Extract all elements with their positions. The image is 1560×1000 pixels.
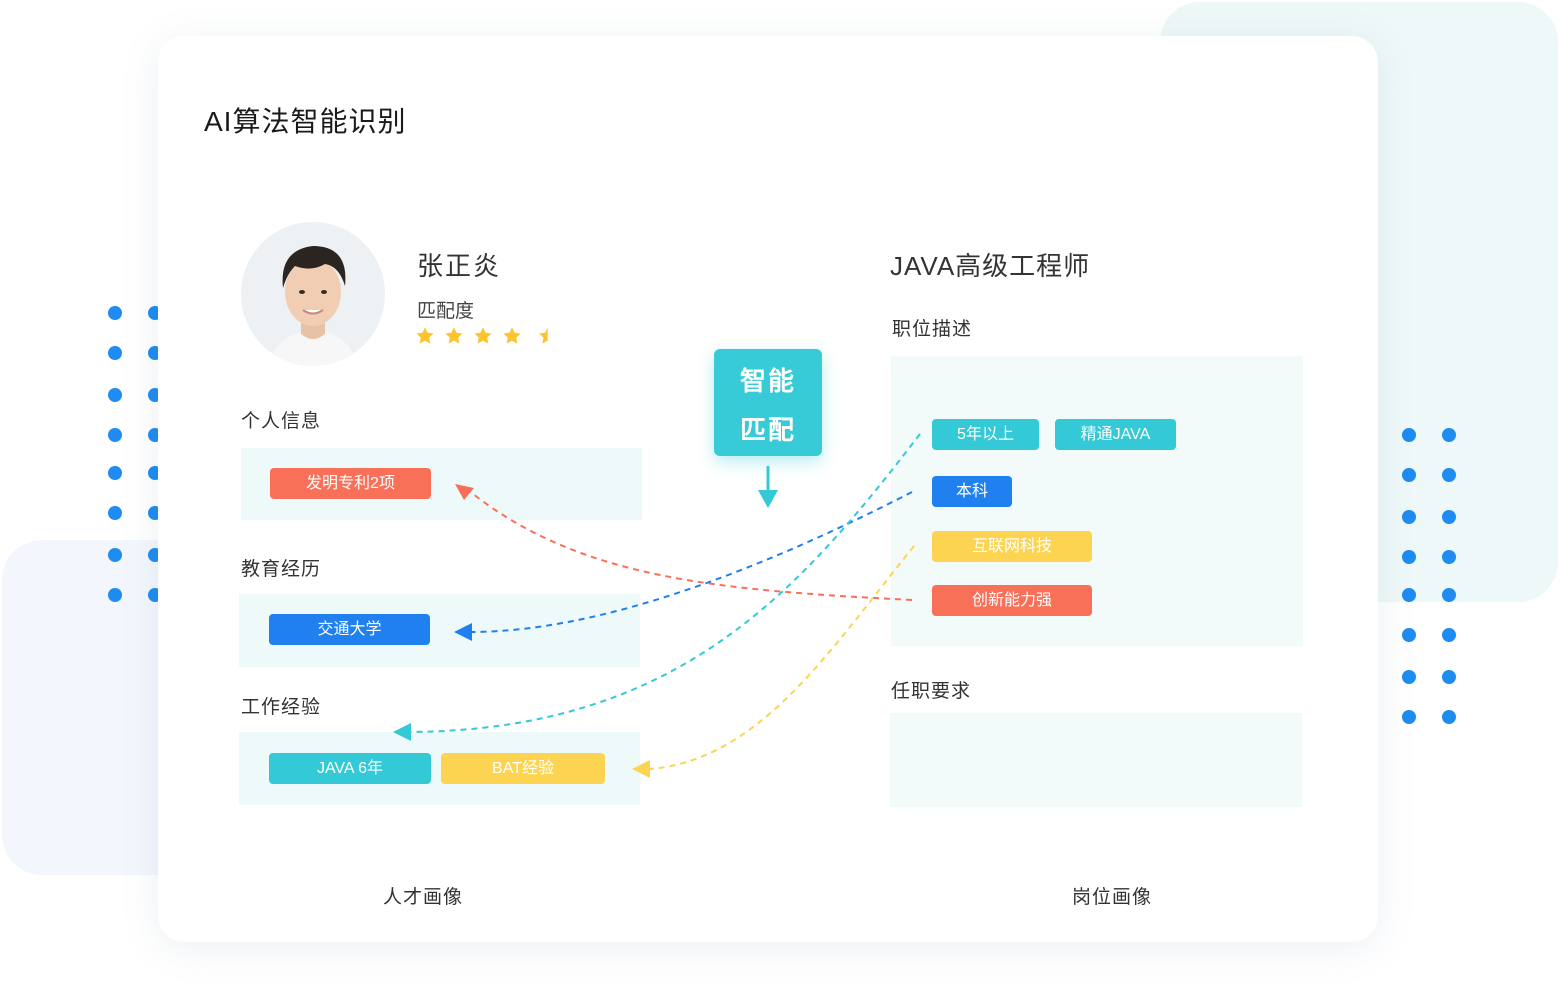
smart-match-line1: 智能 xyxy=(739,366,796,396)
link-yellow xyxy=(649,545,915,770)
candidate-tag-java-years: JAVA 6年 xyxy=(269,753,431,784)
job-profile-label: 岗位画像 xyxy=(1072,887,1153,908)
work-experience-panel: JAVA 6年 BAT经验 xyxy=(239,732,640,805)
link-teal xyxy=(409,433,921,733)
star-icon xyxy=(445,327,463,344)
education-panel: 交通大学 xyxy=(239,594,640,667)
job-tag-years: 5年以上 xyxy=(932,419,1039,450)
job-description-label: 职位描述 xyxy=(892,319,973,340)
page-title: AI算法智能识别 xyxy=(204,106,407,137)
star-icon xyxy=(416,327,434,344)
rating-stars xyxy=(415,326,551,346)
job-tag-innovation: 创新能力强 xyxy=(932,585,1092,616)
job-requirements-label: 任职要求 xyxy=(891,681,972,702)
candidate-tag-university: 交通大学 xyxy=(269,614,430,645)
link-blue xyxy=(469,491,913,633)
job-title: JAVA高级工程师 xyxy=(890,251,1091,281)
talent-profile-label: 人才画像 xyxy=(383,887,464,908)
job-requirements-panel xyxy=(890,713,1302,807)
down-arrow-icon xyxy=(758,466,778,508)
candidate-avatar xyxy=(241,222,385,366)
candidate-tag-patents: 发明专利2项 xyxy=(270,468,431,499)
personal-info-panel: 发明专利2项 xyxy=(241,448,642,520)
star-icon xyxy=(503,327,521,344)
star-icon xyxy=(474,327,492,344)
half-star-icon xyxy=(539,327,548,344)
main-card: AI算法智能识别 张正炎 匹配度 个人信息 发明专利2项 教育经历 交通大学 工… xyxy=(158,36,1378,942)
job-tag-internet: 互联网科技 xyxy=(932,531,1092,562)
job-description-panel: 5年以上 精通JAVA 本科 互联网科技 创新能力强 xyxy=(891,356,1303,646)
job-tag-java: 精通JAVA xyxy=(1055,419,1176,450)
smart-match-button[interactable]: 智能 匹配 xyxy=(714,349,822,456)
work-experience-label: 工作经验 xyxy=(241,697,322,718)
link-red xyxy=(467,489,913,601)
job-tag-degree: 本科 xyxy=(932,476,1012,507)
education-label: 教育经历 xyxy=(241,559,322,580)
candidate-tag-bat: BAT经验 xyxy=(441,753,605,784)
match-degree-label: 匹配度 xyxy=(417,301,475,322)
personal-info-label: 个人信息 xyxy=(241,411,322,432)
candidate-name: 张正炎 xyxy=(417,251,502,281)
smart-match-line2: 匹配 xyxy=(739,415,796,445)
